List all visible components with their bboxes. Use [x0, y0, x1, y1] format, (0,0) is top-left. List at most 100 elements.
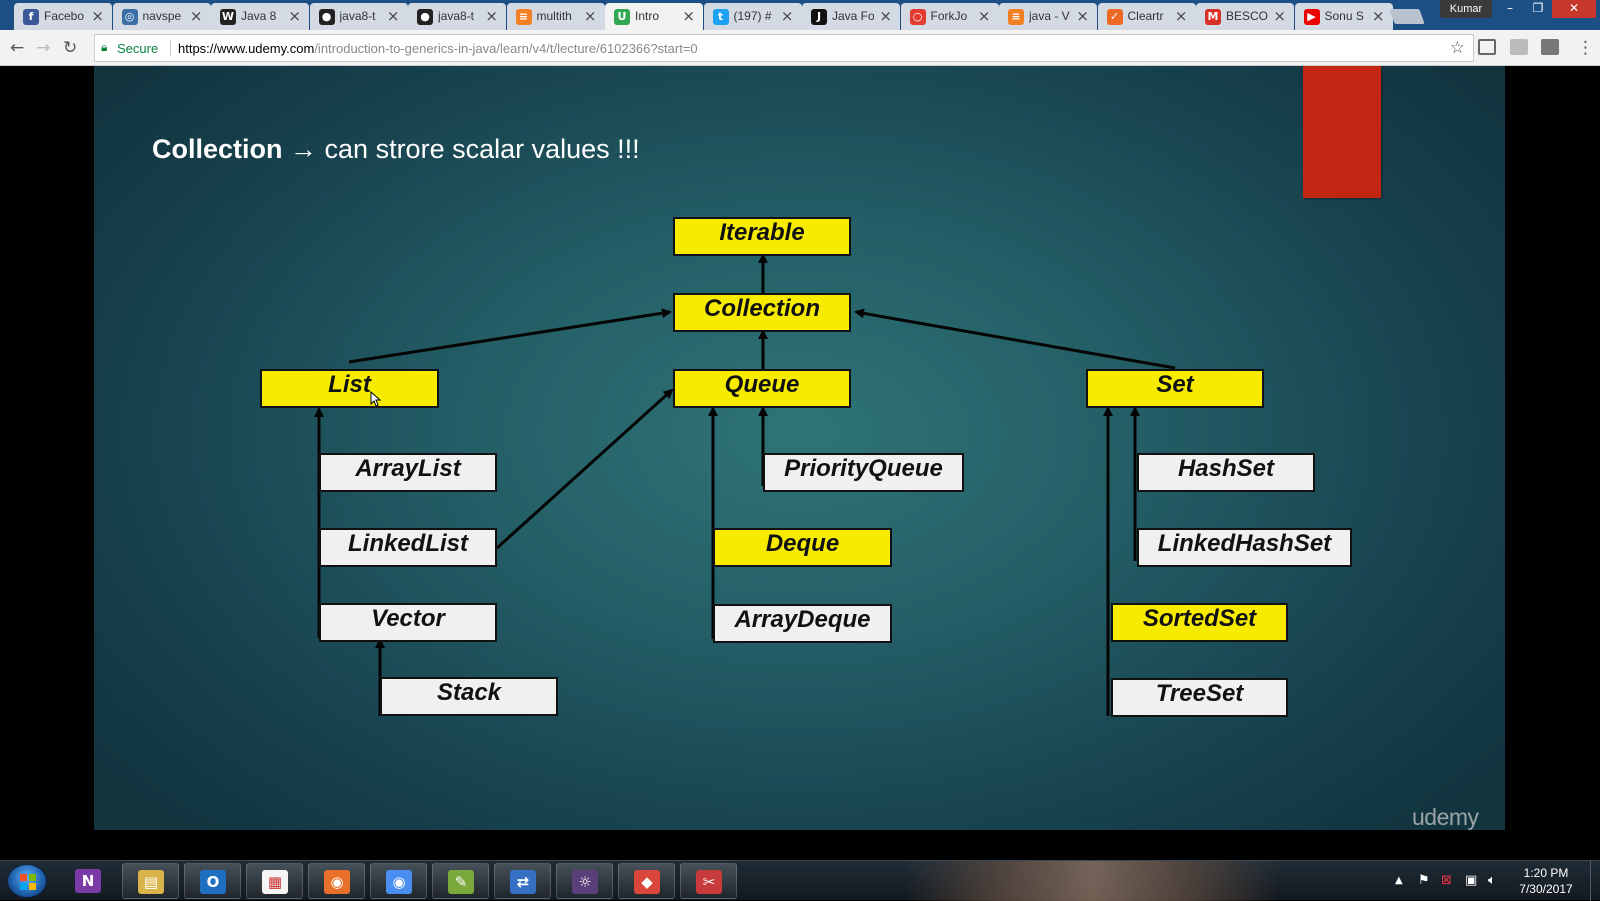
app-grid-icon: ▦	[262, 870, 288, 894]
taskbar-app-button[interactable]: O	[184, 863, 241, 899]
node-vector: Vector	[319, 603, 497, 642]
address-bar[interactable]: 🔒︎ Secure https://www.udemy.com/introduc…	[94, 34, 1474, 62]
tab-title: navspe	[142, 9, 182, 23]
close-tab-icon[interactable]: ×	[1076, 7, 1089, 25]
tab-title: Intro	[635, 9, 660, 23]
github-icon: ●	[318, 9, 335, 25]
lecture-slide: Collection → can strore scalar values !!…	[94, 66, 1505, 830]
close-tab-icon[interactable]: ×	[1371, 7, 1385, 25]
node-sortedset: SortedSet	[1111, 603, 1288, 642]
cast-icon[interactable]	[1478, 39, 1496, 55]
taskbar-app-button[interactable]: ✎	[432, 863, 489, 899]
close-tab-icon[interactable]: ×	[1174, 7, 1188, 25]
forward-arrow-icon[interactable]: →	[36, 38, 51, 58]
menu-dots-icon[interactable]: ⋮	[1577, 38, 1594, 58]
taskbar-app-button[interactable]: ▦	[246, 863, 303, 899]
taskbar-app-button[interactable]: ▤	[122, 863, 179, 899]
extension-icon[interactable]	[1541, 39, 1559, 55]
clock-time: 1:20 PM	[1523, 866, 1569, 880]
show-hidden-icons-icon[interactable]: ▲	[1395, 875, 1403, 886]
url-text[interactable]: https://www.udemy.com/introduction-to-ge…	[178, 41, 698, 56]
volume-icon[interactable]: 🔈︎	[1488, 873, 1496, 888]
browser-tab[interactable]: ●java8-t×	[408, 3, 506, 30]
close-tab-icon[interactable]: ×	[780, 7, 794, 25]
reload-icon[interactable]: ↻	[63, 38, 78, 58]
power-icon[interactable]: ▣	[1465, 873, 1478, 888]
close-tab-icon[interactable]: ×	[189, 7, 203, 25]
node-arraydeque: ArrayDeque	[713, 604, 892, 643]
close-tab-icon[interactable]: ×	[288, 7, 301, 25]
hierarchy-arrows	[314, 253, 1176, 716]
github-icon: ●	[417, 9, 433, 25]
udemy-watermark: udemy	[1412, 804, 1479, 830]
mouse-cursor-icon	[370, 391, 382, 407]
twitter-icon: t	[712, 9, 729, 25]
close-tab-icon[interactable]: ×	[386, 7, 400, 25]
node-priorityqueue: PriorityQueue	[763, 453, 964, 492]
taskbar-app-button[interactable]: ◉	[370, 863, 427, 899]
system-clock[interactable]: 1:20 PM 7/30/2017	[1506, 865, 1586, 897]
taskbar-app-button[interactable]: ◆	[618, 863, 675, 899]
browser-tab[interactable]: ≡ java - V ×	[999, 3, 1097, 30]
wordpress-icon: W	[220, 9, 236, 25]
tab-title: BESCO	[1226, 9, 1268, 23]
show-desktop-button[interactable]	[1590, 861, 1600, 901]
new-tab-button[interactable]	[1389, 9, 1425, 24]
bookmark-star-icon[interactable]: ☆	[1449, 38, 1465, 58]
start-button[interactable]	[7, 864, 47, 898]
node-iterable: Iterable	[673, 217, 851, 256]
jira-icon: J	[811, 9, 827, 25]
action-center-flag-icon[interactable]: ⚑	[1418, 873, 1430, 888]
taskbar-app-button[interactable]: ◉	[308, 863, 365, 899]
url-path: /introduction-to-generics-in-java/learn/…	[314, 41, 698, 56]
close-tab-icon[interactable]: ×	[485, 7, 498, 25]
browser-tab[interactable]: W Java 8 ×	[211, 3, 309, 30]
close-tab-icon[interactable]: ×	[91, 7, 104, 25]
close-tab-icon[interactable]: ×	[583, 7, 597, 25]
arrow-list-collection	[348, 308, 672, 364]
firefox-icon: ◉	[324, 870, 350, 894]
slide-title-bold: Collection	[152, 134, 283, 164]
browser-tab[interactable]: ▶Sonu S×	[1294, 3, 1393, 30]
browser-tab[interactable]: ≡multith×	[506, 3, 605, 30]
taskbar-app-button[interactable]: N	[60, 863, 117, 899]
tab-title: java - V	[1029, 9, 1070, 23]
browser-tab[interactable]: ◎ navspe ×	[112, 3, 211, 30]
taskbar-app-button[interactable]: ⇄	[494, 863, 551, 899]
close-tab-icon[interactable]: ×	[1273, 7, 1286, 25]
oracle-icon: ○	[909, 9, 926, 25]
browser-tab[interactable]: ●java8-t×	[309, 3, 408, 30]
tab-title: Sonu S	[1324, 9, 1364, 23]
maximize-button[interactable]: ❐	[1532, 1, 1544, 15]
browser-tab[interactable]: t(197) #×	[703, 3, 802, 30]
snipping-tool-icon: ✂	[696, 870, 722, 894]
close-tab-icon[interactable]: ×	[977, 7, 991, 25]
node-stack: Stack	[380, 677, 558, 716]
browser-tab[interactable]: ○ForkJo×	[900, 3, 999, 30]
stackoverflow-icon: ≡	[1008, 9, 1024, 25]
node-linkedlist: LinkedList	[319, 528, 497, 567]
profile-button[interactable]: Kumar	[1440, 0, 1492, 18]
divider	[170, 40, 171, 56]
close-tab-icon[interactable]: ×	[682, 7, 695, 25]
back-arrow-icon[interactable]: ←	[10, 38, 25, 58]
taskbar-background-image	[905, 861, 1280, 901]
remote-desktop-icon: ⇄	[510, 870, 536, 894]
close-window-button[interactable]: ✕	[1552, 0, 1596, 18]
stackoverflow-icon: ≡	[515, 9, 532, 25]
browser-tab[interactable]: ✓Cleartr×	[1097, 3, 1196, 30]
shield-icon: ◎	[121, 9, 138, 25]
extension-icon[interactable]	[1510, 39, 1528, 55]
taskbar-app-button[interactable]: ☼	[556, 863, 613, 899]
minimize-button[interactable]: –	[1507, 1, 1513, 15]
close-tab-icon[interactable]: ×	[879, 7, 892, 25]
tab-title: Facebo	[44, 9, 85, 23]
tab-title: Java 8	[241, 9, 277, 23]
network-icon[interactable]: ⊠	[1441, 873, 1452, 888]
taskbar-app-button[interactable]: ✂	[680, 863, 737, 899]
browser-toolbar: ← → ↻ 🔒︎ Secure https://www.udemy.com/in…	[0, 30, 1600, 66]
